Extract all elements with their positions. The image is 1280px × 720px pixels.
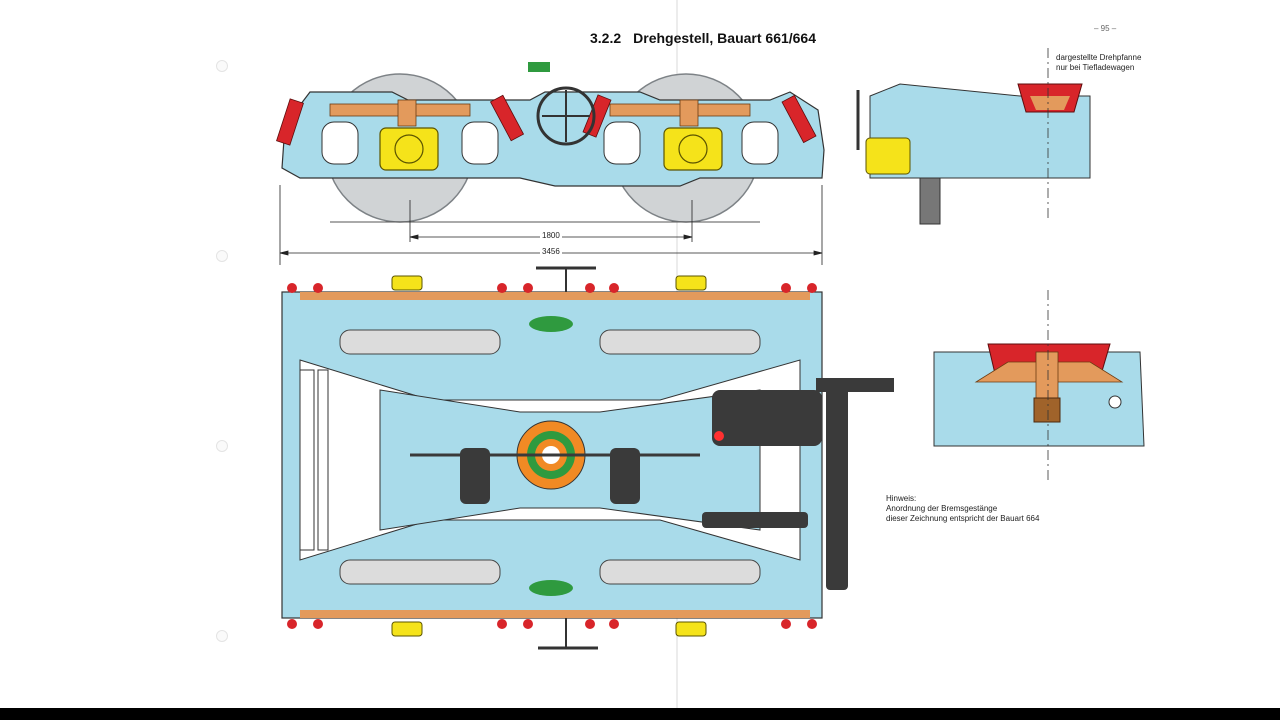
detail-note-line: nur bei Tiefladewagen — [1056, 63, 1135, 72]
spring-hanger — [582, 94, 612, 138]
hint-note: Hinweis: Anordnung der Bremsgestänge die… — [886, 494, 1039, 524]
dimension-inner: 1800 — [540, 231, 562, 240]
wheel-bottom-right — [599, 559, 761, 585]
pivot-detail-lower — [933, 290, 1145, 480]
wheel-top-right — [599, 329, 761, 355]
detail-note: dargestellte Drehpfanne nur bei Tieflade… — [1056, 53, 1141, 73]
binder-hole — [216, 630, 228, 642]
section-title: 3.2.2 Drehgestell, Bauart 661/664 — [590, 30, 828, 46]
hint-line: Anordnung der Bremsgestänge — [886, 504, 998, 513]
top-view — [281, 266, 894, 650]
page-number: – 95 – — [1094, 24, 1117, 33]
detail-note-line: dargestellte Drehpfanne — [1056, 53, 1142, 62]
screen-bottom-edge — [0, 708, 1280, 720]
binder-hole — [216, 60, 228, 72]
binder-hole — [216, 250, 228, 262]
brake-cylinder — [712, 390, 822, 446]
section-heading: Drehgestell, Bauart 661/664 — [633, 30, 817, 46]
side-view — [276, 62, 825, 223]
hint-line: dieser Zeichnung entspricht der Bauart 6… — [886, 514, 1040, 523]
binder-hole — [216, 440, 228, 452]
wheel-bottom-left — [339, 559, 501, 585]
brake-lever — [826, 380, 848, 590]
hint-heading: Hinweis: — [886, 494, 917, 503]
spring-hanger — [781, 94, 817, 144]
wheel-top-left — [339, 329, 501, 355]
handbrake-wheel — [536, 86, 596, 146]
dimension-outer: 3456 — [540, 247, 562, 256]
spring-hanger — [489, 94, 525, 142]
pivot-detail-upper — [856, 48, 1091, 225]
spring-hanger — [276, 98, 304, 146]
section-number: 3.2.2 — [590, 30, 622, 46]
